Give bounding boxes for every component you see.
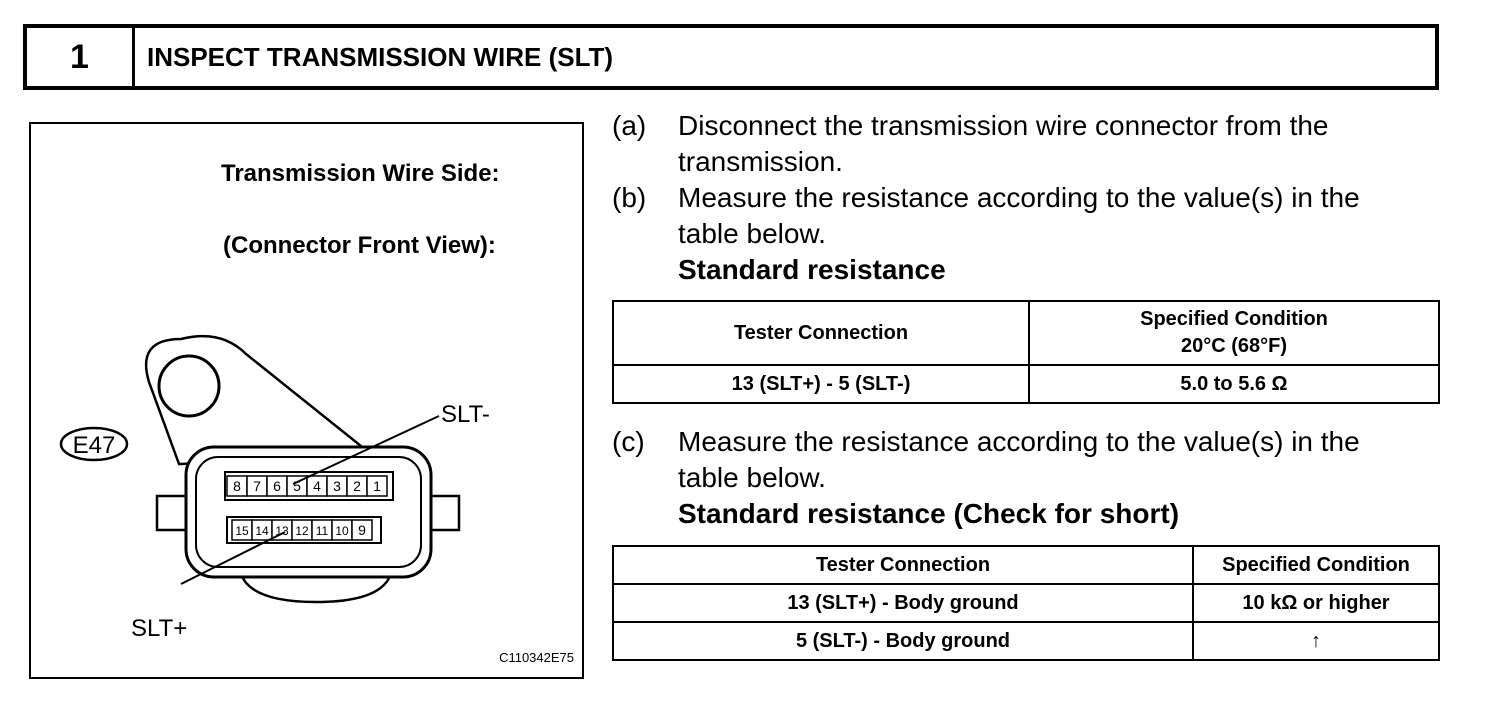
table2-col2-header: Specified Condition bbox=[1192, 545, 1440, 585]
table2-row1-connection: 13 (SLT+) - Body ground bbox=[612, 583, 1194, 623]
bottom-pin-label-9: 9 bbox=[358, 522, 366, 538]
instruction-a-line2: transmission. bbox=[678, 146, 843, 177]
short-check-table: Tester Connection Specified Condition 13… bbox=[612, 545, 1440, 661]
connector-figure: Transmission Wire Side: (Connector Front… bbox=[29, 122, 584, 679]
table2-row2-condition: ↑ bbox=[1192, 621, 1440, 661]
top-pin-label-5: 5 bbox=[293, 478, 301, 494]
table2-row1-condition: 10 kΩ or higher bbox=[1192, 583, 1440, 623]
connector-housing bbox=[184, 445, 433, 579]
step-title: INSPECT TRANSMISSION WIRE (SLT) bbox=[147, 41, 614, 72]
top-pin-label-7: 7 bbox=[253, 478, 261, 494]
figure-caption-side: Transmission Wire Side: bbox=[221, 160, 500, 187]
bottom-pin-label-15: 15 bbox=[235, 524, 249, 538]
left-tab bbox=[155, 494, 189, 532]
table1-col2-header: Specified Condition 20°C (68°F) bbox=[1028, 300, 1440, 366]
right-tab bbox=[427, 494, 461, 532]
top-pin-label-1: 1 bbox=[373, 478, 381, 494]
table2-col1-header: Tester Connection bbox=[612, 545, 1194, 585]
table1-col2-header-line1: Specified Condition bbox=[1140, 308, 1328, 330]
bottom-pin-label-14: 14 bbox=[255, 524, 269, 538]
figure-caption-view: (Connector Front View): bbox=[223, 232, 496, 259]
top-pin-label-3: 3 bbox=[333, 478, 341, 494]
table-row: 13 (SLT+) - Body ground 10 kΩ or higher bbox=[612, 583, 1440, 623]
connector-id-text: E47 bbox=[73, 432, 116, 459]
top-pin-label-8: 8 bbox=[233, 478, 241, 494]
top-pin-label-6: 6 bbox=[273, 478, 281, 494]
step-header: 1 INSPECT TRANSMISSION WIRE (SLT) bbox=[23, 24, 1439, 90]
step-number: 1 bbox=[27, 28, 135, 86]
figure-code: C110342E75 bbox=[499, 650, 574, 665]
table1-row1-condition: 5.0 to 5.6 Ω bbox=[1028, 364, 1440, 404]
instruction-c-label: (c) bbox=[612, 426, 645, 457]
top-pin-1 bbox=[366, 475, 388, 497]
bracket-hole bbox=[157, 354, 221, 418]
slt-plus-label: SLT+ bbox=[131, 615, 187, 642]
table1-col1-header: Tester Connection bbox=[612, 300, 1030, 366]
connector-id-badge bbox=[59, 426, 129, 462]
instruction-b-label: (b) bbox=[612, 182, 647, 213]
slt-plus-leader bbox=[180, 531, 286, 585]
instruction-c-subhead: Standard resistance (Check for short) bbox=[678, 498, 1180, 529]
table2-row2-connection: 5 (SLT-) - Body ground bbox=[612, 621, 1194, 661]
instruction-a-label: (a) bbox=[612, 110, 647, 141]
standard-resistance-table: Tester Connection Specified Condition 20… bbox=[612, 300, 1440, 404]
instruction-a-line1: Disconnect the transmission wire connect… bbox=[678, 110, 1329, 141]
bottom-pin-9 bbox=[351, 519, 373, 541]
bottom-pin-label-11: 11 bbox=[316, 524, 329, 538]
slt-minus-label: SLT- bbox=[441, 401, 490, 428]
table-row: 5 (SLT-) - Body ground ↑ bbox=[612, 621, 1440, 661]
top-pin-label-4: 4 bbox=[313, 478, 321, 494]
bottom-pin-label-12: 12 bbox=[295, 524, 309, 538]
instruction-c-line2: table below. bbox=[678, 462, 826, 493]
bottom-pin-label-10: 10 bbox=[335, 524, 349, 538]
instruction-c-line1: Measure the resistance according to the … bbox=[678, 426, 1360, 457]
top-pin-label-2: 2 bbox=[353, 478, 361, 494]
instruction-b-line2: table below. bbox=[678, 218, 826, 249]
slt-minus-leader bbox=[292, 415, 440, 485]
table1-col2-header-line2: 20°C (68°F) bbox=[1180, 335, 1288, 357]
instruction-b-line1: Measure the resistance according to the … bbox=[678, 182, 1360, 213]
table1-row1-connection: 13 (SLT+) - 5 (SLT-) bbox=[612, 364, 1030, 404]
instruction-b-subhead: Standard resistance bbox=[678, 254, 946, 285]
